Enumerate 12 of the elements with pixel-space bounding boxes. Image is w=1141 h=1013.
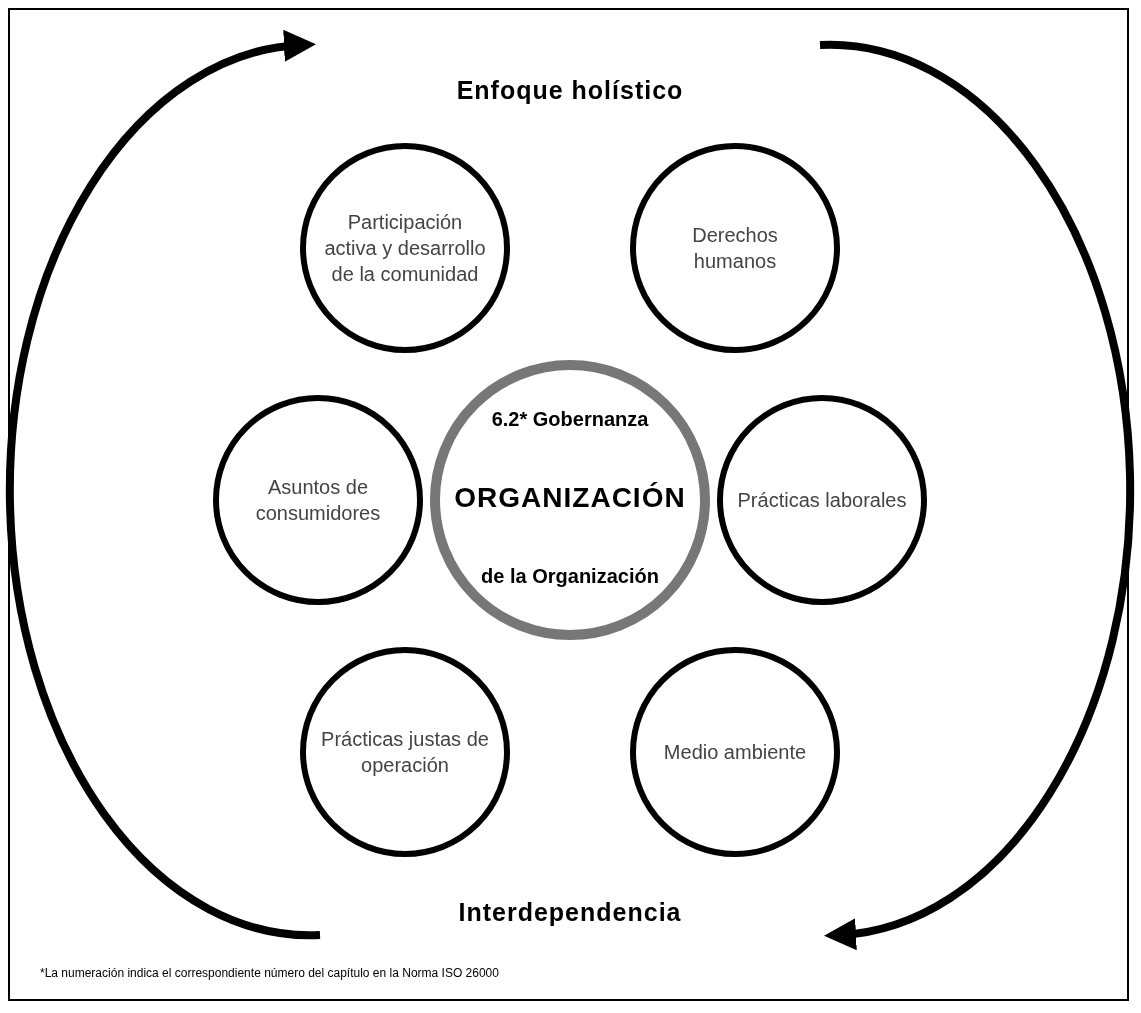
heading-label: Enfoque holístico [456,75,684,105]
heading-label: Interdependencia [458,897,682,927]
topic-text: Derechos humanos [691,223,779,274]
center-text: 6.2* Gobernanza [491,408,649,431]
footnote: *La numeración indica el correspondiente número del capítulo en la Norma ISO 26000 [40,966,499,980]
center-heading: ORGANIZACIÓN [454,482,686,514]
topic-text: Participación activa y desarrollo de la comunidad [323,210,487,287]
topic-text: Prácticas laborales [737,488,907,513]
topic-text: Prácticas justas de operación [320,727,490,778]
center-text: de la Organización [481,565,659,588]
topic-text: Asuntos de consumidores [254,475,382,526]
topic-text: Medio ambiente [663,740,807,765]
